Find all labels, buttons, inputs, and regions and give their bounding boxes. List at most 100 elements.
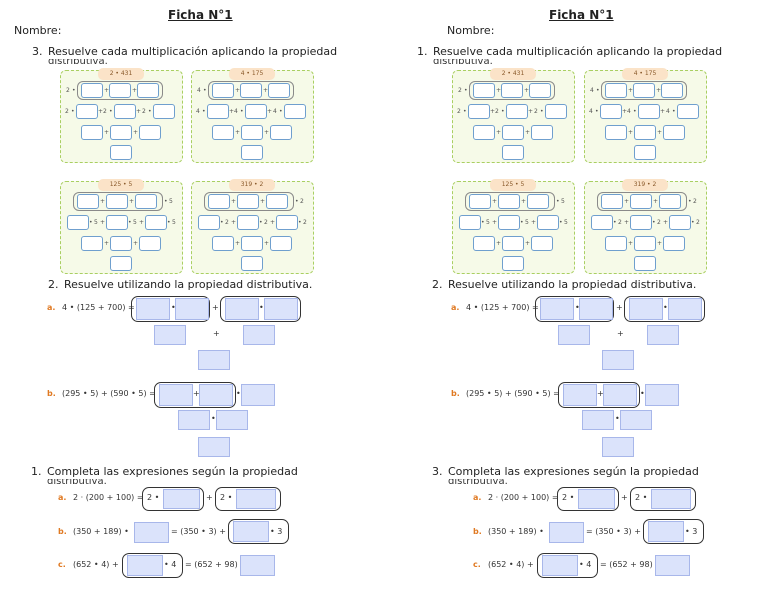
left-ex-a-box-1[interactable] (136, 298, 170, 320)
answer-box[interactable] (212, 236, 234, 251)
answer-box[interactable] (110, 236, 132, 251)
answer-box[interactable] (663, 236, 685, 251)
answer-box[interactable] (634, 145, 656, 160)
answer-box[interactable] (106, 215, 128, 230)
answer-box[interactable] (241, 125, 263, 140)
right-ex-a-box-4[interactable] (668, 298, 702, 320)
answer-box[interactable] (638, 104, 660, 119)
answer-box[interactable] (473, 125, 495, 140)
left-comp-c-box-1[interactable] (127, 555, 163, 576)
answer-box[interactable] (284, 104, 306, 119)
right-ex-b-box-5[interactable] (620, 410, 652, 430)
left-ex-b-box-2[interactable] (199, 384, 233, 406)
answer-box[interactable] (77, 194, 99, 209)
answer-box[interactable] (634, 125, 656, 140)
answer-box[interactable] (237, 215, 259, 230)
answer-box[interactable] (268, 83, 290, 98)
answer-box[interactable] (502, 236, 524, 251)
answer-box[interactable] (114, 104, 136, 119)
right-ex-a-box-6[interactable] (647, 325, 679, 345)
left-ex-b-box-6[interactable] (198, 437, 230, 457)
answer-box[interactable] (270, 125, 292, 140)
answer-box[interactable] (531, 236, 553, 251)
answer-box[interactable] (241, 145, 263, 160)
left-comp-a-box-2[interactable] (236, 489, 276, 509)
answer-box[interactable] (137, 83, 159, 98)
answer-box[interactable] (469, 194, 491, 209)
left-ex-a-box-4[interactable] (264, 298, 298, 320)
left-comp-c-box-2[interactable] (240, 555, 275, 576)
left-ex-a-box-2[interactable] (175, 298, 209, 320)
answer-box[interactable] (601, 194, 623, 209)
left-ex-a-box-7[interactable] (198, 350, 230, 370)
right-ex-a-box-3[interactable] (629, 298, 663, 320)
right-comp-b-box-1[interactable] (549, 522, 584, 543)
answer-box[interactable] (630, 215, 652, 230)
answer-box[interactable] (208, 194, 230, 209)
left-ex-a-box-5[interactable] (154, 325, 186, 345)
left-comp-b-box-2[interactable] (233, 521, 269, 542)
answer-box[interactable] (630, 194, 652, 209)
answer-box[interactable] (139, 236, 161, 251)
right-ex-b-box-6[interactable] (602, 437, 634, 457)
answer-box[interactable] (537, 215, 559, 230)
answer-box[interactable] (266, 194, 288, 209)
answer-box[interactable] (153, 104, 175, 119)
right-ex-b-box-4[interactable] (582, 410, 614, 430)
left-ex-b-box-5[interactable] (216, 410, 248, 430)
answer-box[interactable] (139, 125, 161, 140)
answer-box[interactable] (501, 83, 523, 98)
left-comp-a-box-1[interactable] (163, 489, 200, 509)
left-ex-b-box-3[interactable] (241, 384, 275, 406)
right-ex-b-box-2[interactable] (603, 384, 637, 406)
answer-box[interactable] (81, 83, 103, 98)
answer-box[interactable] (245, 104, 267, 119)
right-ex-a-box-5[interactable] (558, 325, 590, 345)
right-ex-a-box-2[interactable] (579, 298, 613, 320)
answer-box[interactable] (498, 215, 520, 230)
answer-box[interactable] (468, 104, 490, 119)
answer-box[interactable] (473, 83, 495, 98)
answer-box[interactable] (591, 215, 613, 230)
right-ex-a-box-7[interactable] (602, 350, 634, 370)
answer-box[interactable] (207, 104, 229, 119)
answer-box[interactable] (502, 125, 524, 140)
answer-box[interactable] (198, 215, 220, 230)
right-ex-a-box-1[interactable] (540, 298, 574, 320)
left-ex-b-box-1[interactable] (159, 384, 193, 406)
answer-box[interactable] (661, 83, 683, 98)
right-comp-b-box-2[interactable] (648, 521, 684, 542)
answer-box[interactable] (109, 83, 131, 98)
left-ex-a-box-3[interactable] (225, 298, 259, 320)
answer-box[interactable] (145, 215, 167, 230)
answer-box[interactable] (212, 83, 234, 98)
answer-box[interactable] (110, 145, 132, 160)
answer-box[interactable] (545, 104, 567, 119)
answer-box[interactable] (677, 104, 699, 119)
answer-box[interactable] (529, 83, 551, 98)
answer-box[interactable] (605, 236, 627, 251)
answer-box[interactable] (634, 236, 656, 251)
answer-box[interactable] (473, 236, 495, 251)
left-ex-b-box-4[interactable] (178, 410, 210, 430)
right-comp-c-box-1[interactable] (542, 555, 578, 576)
answer-box[interactable] (106, 194, 128, 209)
answer-box[interactable] (110, 256, 132, 271)
answer-box[interactable] (459, 215, 481, 230)
answer-box[interactable] (135, 194, 157, 209)
right-ex-b-box-3[interactable] (645, 384, 679, 406)
right-comp-a-box-2[interactable] (651, 489, 691, 509)
answer-box[interactable] (270, 236, 292, 251)
left-ex-a-box-6[interactable] (243, 325, 275, 345)
answer-box[interactable] (502, 256, 524, 271)
answer-box[interactable] (659, 194, 681, 209)
answer-box[interactable] (81, 236, 103, 251)
answer-box[interactable] (605, 125, 627, 140)
answer-box[interactable] (276, 215, 298, 230)
answer-box[interactable] (527, 194, 549, 209)
answer-box[interactable] (81, 125, 103, 140)
answer-box[interactable] (633, 83, 655, 98)
right-comp-a-box-1[interactable] (578, 489, 615, 509)
answer-box[interactable] (241, 256, 263, 271)
answer-box[interactable] (212, 125, 234, 140)
